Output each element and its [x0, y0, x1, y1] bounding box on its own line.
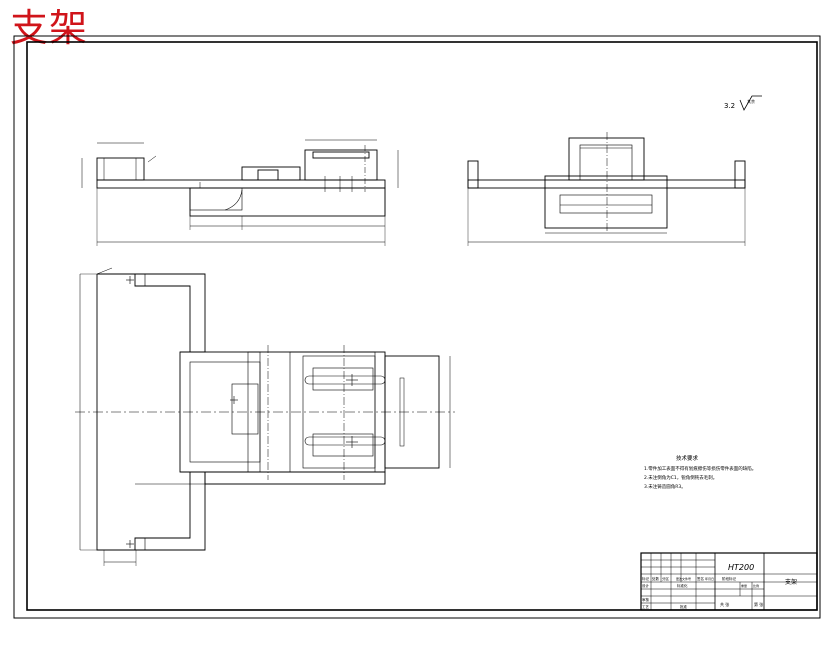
- title-block-label-zone: 分区: [662, 576, 670, 581]
- front-view: [81, 139, 399, 246]
- tech-req-item-1: 1.零件加工表面不得有划痕擦伤等损伤零件表面的缺陷。: [644, 465, 756, 472]
- svg-text:其余: 其余: [747, 98, 755, 104]
- title-block-label-scale: 比例: [753, 583, 759, 588]
- title-block-label-sign: 签名: [697, 576, 704, 581]
- title-block: [640, 552, 818, 611]
- title-block-text: HT200 支架 标记 处数 分区 更改文件号 签名 年月日 设计 标准化 审核…: [642, 563, 797, 609]
- tech-req-item-3: 3.未注铸造圆角R3。: [644, 483, 686, 490]
- title-block-label-sheets: 共 张: [720, 601, 729, 607]
- side-view: [467, 132, 746, 246]
- title-block-label-stage: 阶段标记: [722, 576, 736, 581]
- technical-requirements: 技术要求 1.零件加工表面不得有划痕擦伤等损伤零件表面的缺陷。 2.未注倒角为C…: [644, 454, 756, 490]
- title-block-label-design: 设计: [642, 583, 650, 588]
- surface-roughness-symbol: 3.2 其余: [724, 95, 762, 111]
- title-block-label-doc: 更改文件号: [676, 576, 691, 581]
- title-block-label-review: 审核: [642, 597, 650, 602]
- title-block-label-mark: 标记: [642, 576, 650, 581]
- title-block-label-process: 工艺: [642, 604, 650, 609]
- title-block-part-name: 支架: [785, 578, 797, 586]
- top-view: [75, 267, 455, 566]
- title-block-label-sheet-of: 第 张: [754, 601, 763, 607]
- title-block-label-date: 年月日: [705, 576, 714, 581]
- outer-frame: [13, 35, 821, 619]
- inner-frame: [26, 41, 818, 611]
- title-block-label-weight: 重量: [741, 583, 747, 588]
- tech-req-item-2: 2.未注倒角为C1，锐角倒钝去毛刺。: [644, 474, 717, 481]
- title-block-label-count: 处数: [652, 576, 660, 581]
- svg-text:3.2: 3.2: [724, 102, 735, 110]
- title-block-material: HT200: [728, 563, 754, 572]
- tech-req-heading: 技术要求: [676, 454, 699, 462]
- title-block-label-approve: 批准: [680, 604, 688, 609]
- title-block-label-standard: 标准化: [677, 583, 688, 588]
